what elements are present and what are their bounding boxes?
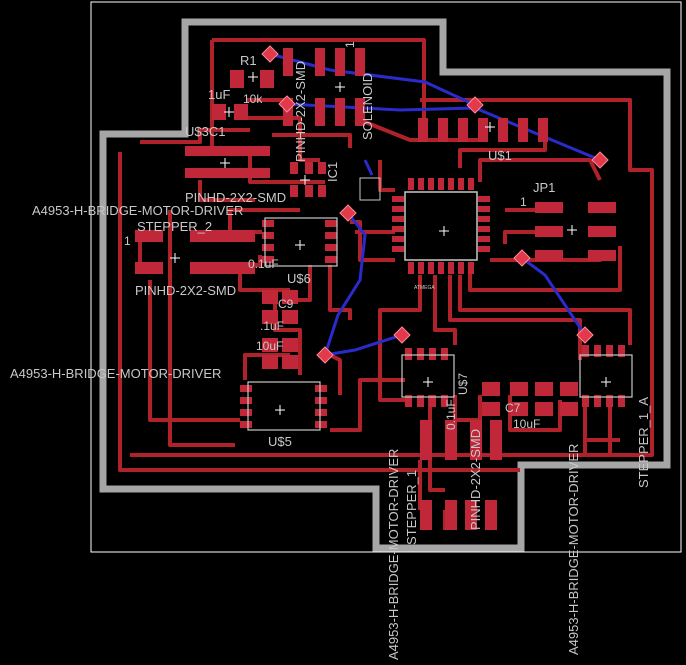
label-jp1-pin: 1 — [520, 195, 527, 209]
label-r1: R1 — [240, 53, 257, 68]
label-atmega: ATMEGA — [414, 285, 435, 291]
label-us7: U$7 — [456, 373, 470, 395]
pads — [135, 48, 625, 530]
mcu-chip — [359, 177, 490, 274]
traces — [118, 38, 654, 530]
label-solenoid: SOLENOID — [360, 73, 375, 140]
label-pinhd-left: PINHD-2X2-SMD — [135, 283, 236, 298]
label-stepper2: STEPPER_2 — [137, 219, 212, 234]
label-stepper1a: STEPPER_1_A — [636, 397, 651, 488]
label-us6: U$6 — [287, 271, 311, 286]
label-01uf-c: 0.1uF — [444, 399, 458, 430]
vias — [261, 45, 609, 364]
label-1uf: 1uF — [208, 87, 230, 102]
label-01uf-a: 0.1uF — [248, 257, 279, 271]
label-a4953-bottom-b: A4953-H-BRIDGE-MOTOR-DRIVER — [566, 444, 581, 655]
label-10uf-a: 10uF — [256, 339, 283, 353]
label-stepper2-pin: 1 — [124, 234, 131, 248]
label-a4953-mid: A4953-H-BRIDGE-MOTOR-DRIVER — [10, 366, 221, 381]
label-10uf-b: 10uF — [513, 417, 540, 431]
label-stepper1: STEPPER_1 — [404, 470, 419, 545]
label-pinhd-bottom: PINHD-2X2-SMD — [468, 429, 483, 530]
label-solenoid-pin: 1 — [343, 41, 357, 48]
labels: R1 10k 1uF U$3C1 PINHD-2X2-SMD SOLENOID … — [10, 41, 651, 660]
label-a4953-top: A4953-H-BRIDGE-MOTOR-DRIVER — [32, 203, 243, 218]
label-r1-value: 10k — [243, 92, 263, 106]
label-jp1: JP1 — [533, 180, 555, 195]
label-ic1: IC1 — [325, 162, 340, 182]
label-us5: U$5 — [268, 434, 292, 449]
label-us1: U$1 — [488, 148, 512, 163]
silkscreen-outlines — [247, 217, 633, 431]
keepout-outline — [99, 18, 671, 552]
label-pinhd-mid: PINHD-2X2-SMD — [185, 190, 286, 205]
label-a4953-bottom-a: A4953-H-BRIDGE-MOTOR-DRIVER — [386, 449, 401, 660]
label-01uf-b: .1uF — [260, 319, 284, 333]
label-c9: C9 — [278, 297, 294, 311]
label-usc1: U$3C1 — [185, 124, 225, 139]
origin-markers — [170, 72, 611, 415]
label-pinhd-top: PINHD-2X2-SMD — [293, 61, 308, 162]
board-outline — [90, 1, 682, 553]
label-c7: C7 — [505, 401, 521, 415]
